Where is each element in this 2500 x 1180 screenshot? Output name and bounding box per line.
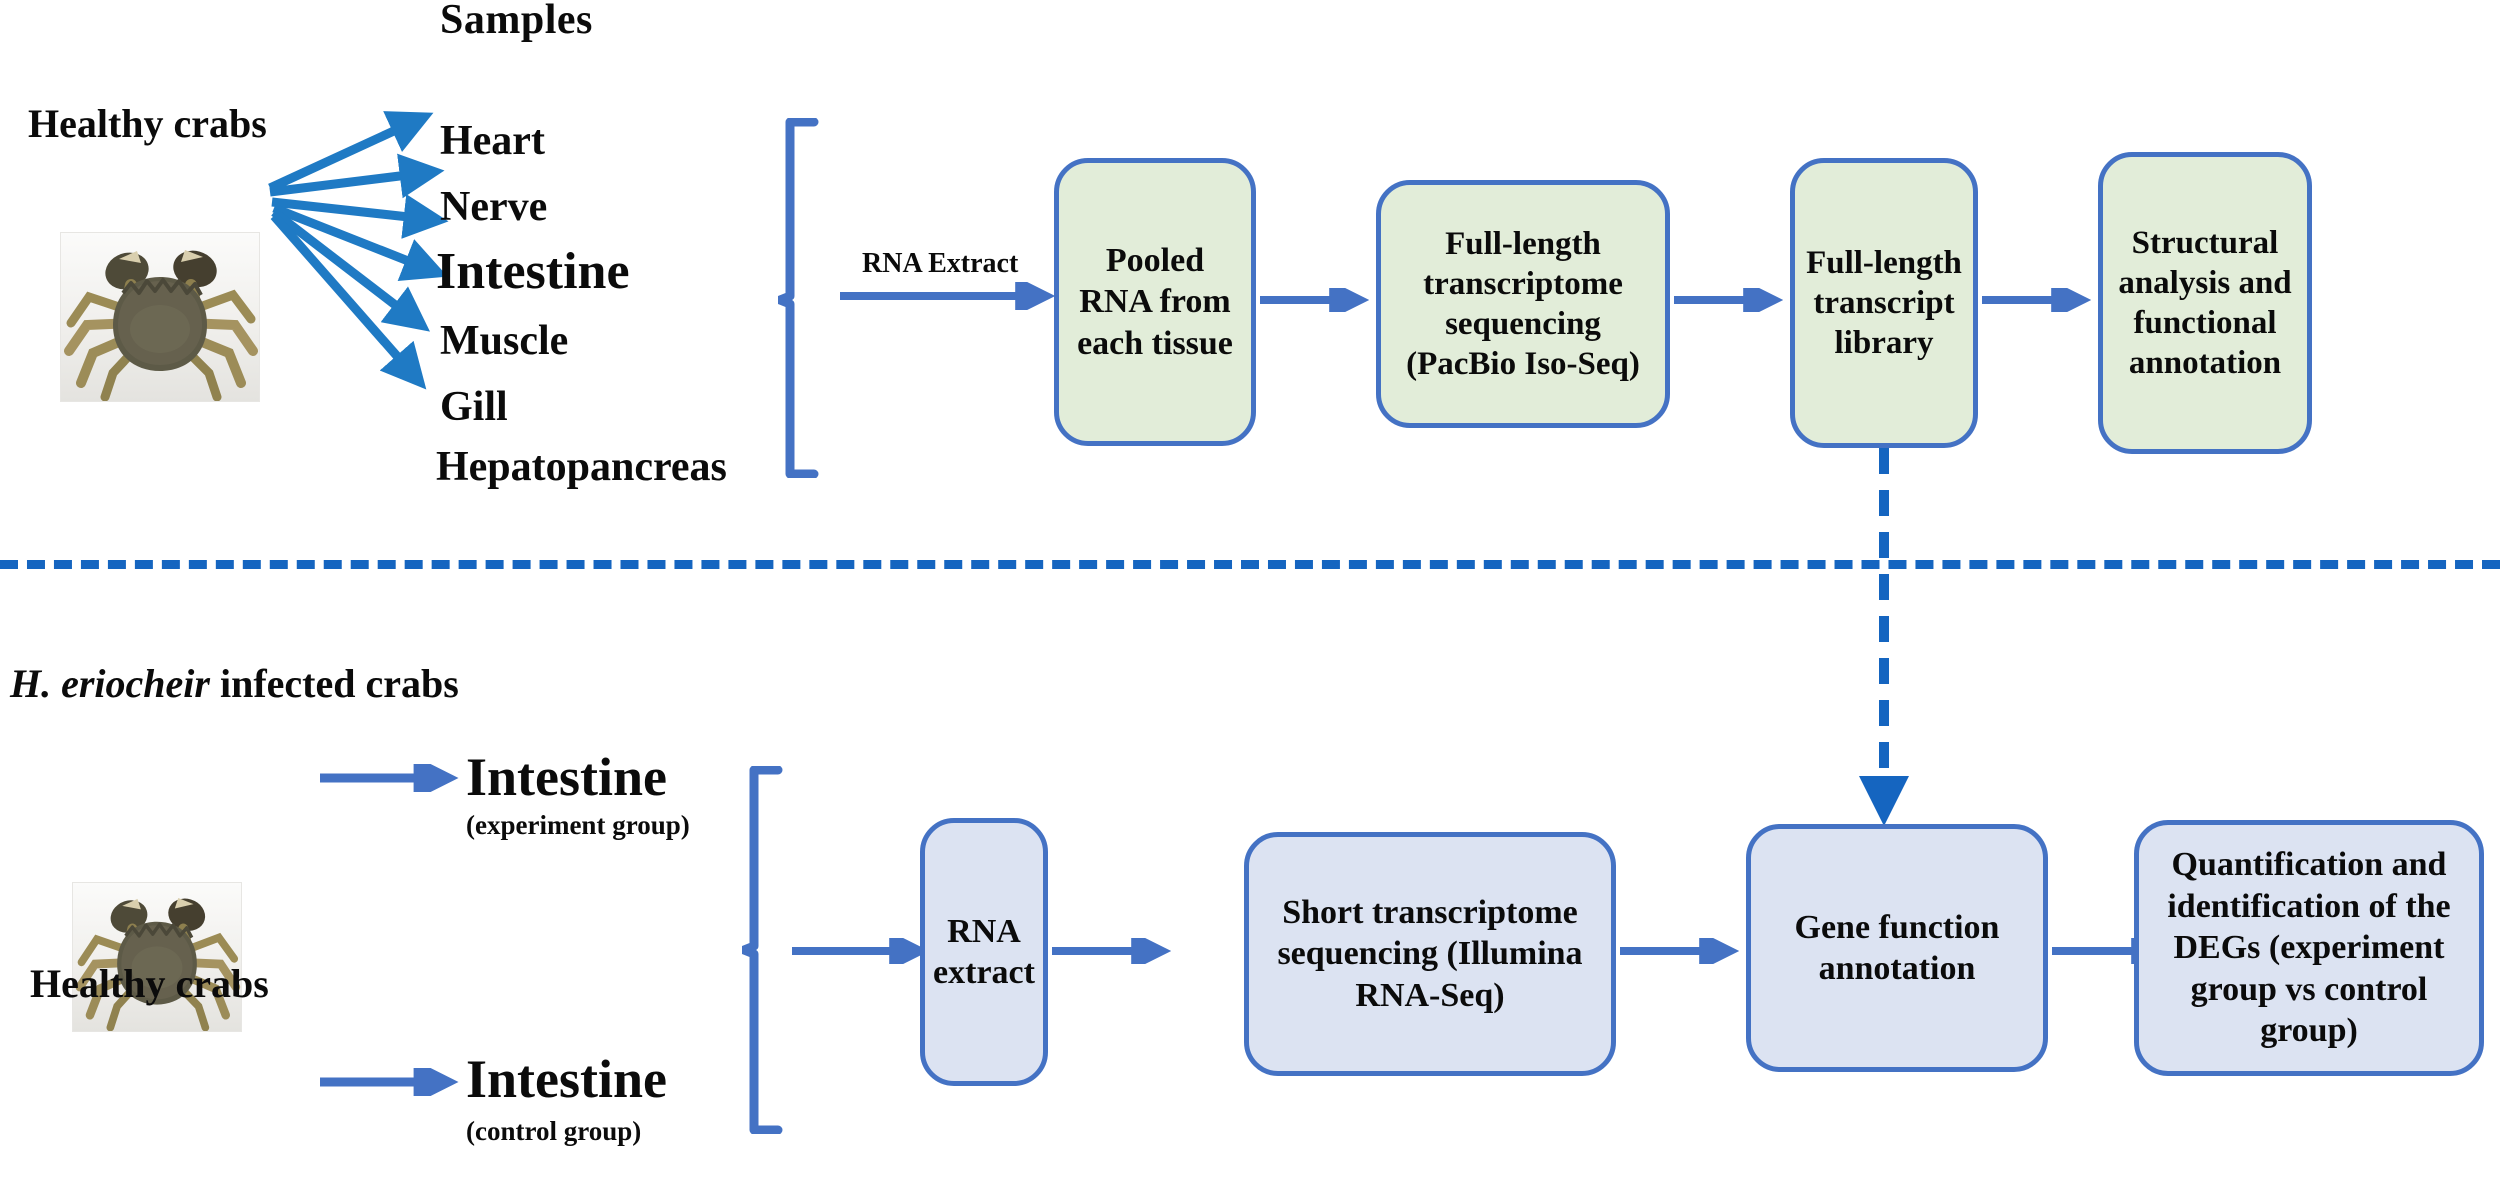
process-box-transcript-library[interactable]: Full-length transcript library [1790,158,1978,448]
process-box-pooled-rna[interactable]: Pooled RNA from each tissue [1054,158,1256,446]
arrow-right-icon-control [320,1068,459,1096]
sample-sublabel-experiment: (experiment group) [466,810,690,840]
process-box-label: Short transcriptome sequencing (Illumina… [1277,893,1583,1014]
process-box-rna-extract[interactable]: RNA extract [920,818,1048,1086]
arrow-right-icon-4 [792,938,930,964]
process-box-quantification-degs[interactable]: Quantification and identification of the… [2134,820,2484,1076]
left-brace-icon-top [778,118,819,478]
species-name: H. eriocheir [10,661,210,706]
process-box-label: Full-length transcript library [1806,244,1962,362]
arrow-right-icon-rna-extract [840,282,1056,310]
process-box-label: Full-length transcriptome sequencing (Pa… [1406,225,1640,383]
sample-sublabel-control: (control group) [466,1116,642,1146]
process-box-label: RNA extract [933,912,1035,991]
tissue-label-heart: Heart [440,118,545,164]
sample-label-experiment: Intestine [466,747,667,807]
sample-label-control: Intestine [466,1049,667,1109]
tissue-label-gill: Gill [440,384,508,430]
arrow-right-icon-2 [1674,288,1784,312]
process-box-label: Gene function annotation [1794,908,2000,987]
process-box-label: Structural analysis and functional annot… [2118,224,2292,382]
arrow-right-icon-5 [1052,938,1172,964]
bottom-source-label-healthy: Healthy crabs [30,961,269,1006]
panel-divider [0,560,2500,569]
arrow-right-icon-experiment [320,764,459,792]
arrow-right-icon-1 [1260,288,1370,312]
dashed-arrow-down-icon [1859,448,1909,826]
left-brace-icon-bottom [742,766,783,1134]
tissue-label-nerve: Nerve [440,184,548,230]
crab-photo-icon [60,232,260,402]
source-label-rest: infected crabs [209,661,459,706]
edge-label-rna-extract: RNA Extract [862,248,1019,279]
top-source-label: Healthy crabs [28,101,267,146]
bottom-source-label-infected: H. eriocheir infected crabs [10,660,459,707]
process-box-short-sequencing[interactable]: Short transcriptome sequencing (Illumina… [1244,832,1616,1076]
process-box-structural-analysis[interactable]: Structural analysis and functional annot… [2098,152,2312,454]
page-title: Samples [440,0,593,43]
process-box-full-length-sequencing[interactable]: Full-length transcriptome sequencing (Pa… [1376,180,1670,428]
process-box-gene-function-annotation[interactable]: Gene function annotation [1746,824,2048,1072]
tissue-label-muscle: Muscle [440,318,569,364]
tissue-fan-arrows [268,111,449,390]
tissue-label-hepatopancreas: Hepatopancreas [436,444,727,490]
process-box-label: Quantification and identification of the… [2167,846,2451,1050]
crab-photo-icon-infected [72,882,242,1032]
process-box-label: Pooled RNA from each tissue [1077,241,1233,362]
arrow-right-icon-6 [1620,938,1740,964]
arrow-right-icon-3 [1982,288,2092,312]
tissue-label-intestine: Intestine [436,243,630,300]
